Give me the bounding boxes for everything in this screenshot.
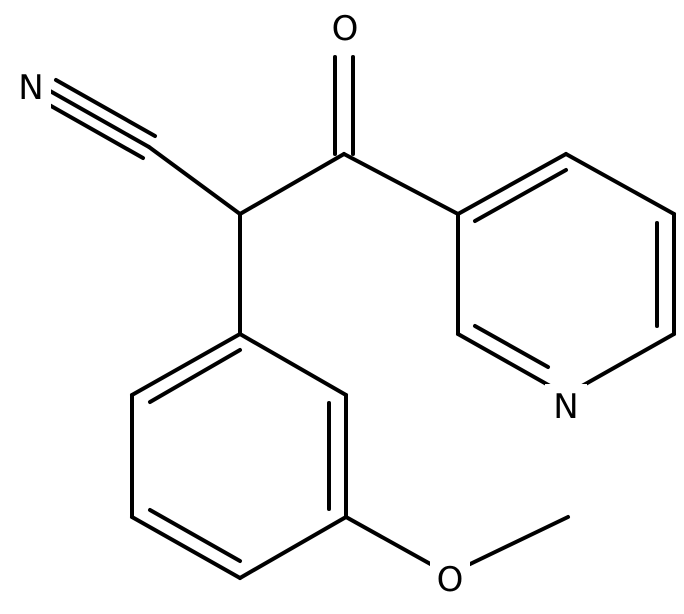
carbonyl-oxygen-label-bg [324, 8, 366, 50]
nitrile-carbon-to-ch-bond [147, 145, 242, 216]
phenyl-bond-meta1-para [130, 515, 242, 580]
ch-to-carbonyl-carbon-bond [238, 152, 346, 216]
bonds [42, 55, 676, 580]
methoxy-oxygen-label-bg [430, 558, 470, 602]
nitrile-nitrogen-label: N [18, 68, 43, 108]
pyridine-bond-c4-c5 [564, 152, 676, 216]
phenyl-inner-double-bond-b [148, 508, 242, 563]
pyridine-inner-double-bond-c [473, 324, 550, 369]
nitrile-nitrogen-label-bg [11, 66, 51, 110]
phenyl-bond-ortho2-ipso [238, 332, 348, 397]
phenyl-bond-para-meta2 [238, 515, 348, 580]
carbonyl-oxygen-label: O [332, 9, 359, 49]
nitrile-triple-bond-c [54, 78, 157, 138]
pyridine-nitrogen-label-bg [545, 384, 587, 430]
nitrile-triple-bond-b [48, 89, 151, 149]
pyridine-nitrogen-label: N [553, 387, 578, 427]
nitrile-triple-bond-a [42, 100, 145, 160]
pyridine-inner-double-bond-a [473, 168, 568, 223]
carbonyl-to-pyridine-bond [342, 152, 460, 216]
pyridine-bond-c3-c4 [456, 152, 568, 216]
methoxy-oxygen-to-methyl-bond [464, 515, 570, 568]
phenyl-bond-ipso-ortho1 [130, 332, 242, 397]
phenyl-to-methoxy-oxygen-bond [344, 515, 436, 568]
atom-labels: N O N O [11, 8, 587, 602]
phenyl-inner-double-bond-a [148, 348, 242, 404]
methoxy-oxygen-label: O [437, 560, 464, 600]
